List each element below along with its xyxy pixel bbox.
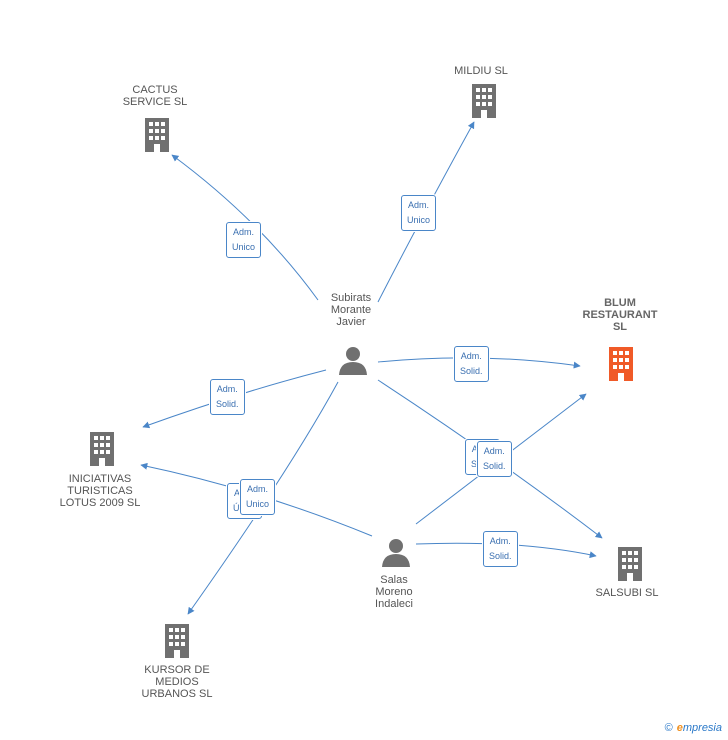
- edge-label-subirats-kursor[interactable]: Adm. Unico: [240, 479, 276, 515]
- node-label-salas[interactable]: Salas Moreno Indaleci: [375, 574, 413, 610]
- brand-name: mpresia: [682, 722, 722, 734]
- label-line: MILDIU SL: [454, 65, 508, 77]
- edge-label-subirats-blum[interactable]: Adm. Solid.: [454, 346, 489, 382]
- label-line: Subirats: [330, 292, 372, 304]
- building-icon[interactable]: [614, 547, 646, 581]
- edge-label-subirats-iniciativas[interactable]: Adm. Solid.: [210, 379, 245, 415]
- building-focus-icon[interactable]: [605, 347, 637, 381]
- label-line: Moreno: [375, 586, 413, 598]
- node-label-blum[interactable]: BLUM RESTAURANT SL: [583, 297, 658, 333]
- empresia-watermark: ©empresia: [665, 722, 722, 734]
- label-line: SL: [612, 321, 628, 333]
- edge-label-line: Unico: [232, 242, 256, 252]
- edge-label-line: Solid.: [460, 366, 483, 376]
- label-line: Indaleci: [375, 598, 413, 610]
- label-line: BLUM: [604, 297, 636, 309]
- edge-label-salas-salsubi[interactable]: Adm. Solid.: [483, 531, 518, 567]
- building-icon[interactable]: [141, 118, 173, 152]
- edge-label-salas-blum[interactable]: Adm. Solid.: [477, 441, 512, 477]
- edge-label-line: Adm.: [233, 227, 255, 237]
- label-line: SERVICE SL: [122, 96, 188, 108]
- edge-label-line: Solid.: [483, 461, 506, 471]
- node-label-subirats[interactable]: Subirats Morante Javier: [331, 292, 371, 328]
- person-icon[interactable]: [381, 537, 411, 567]
- label-line: LOTUS 2009 SL: [59, 497, 141, 509]
- node-label-cactus[interactable]: CACTUS SERVICE SL: [123, 84, 188, 108]
- label-line: CACTUS: [132, 84, 178, 96]
- node-label-kursor[interactable]: KURSOR DE MEDIOS URBANOS SL: [142, 664, 213, 700]
- building-icon[interactable]: [86, 432, 118, 466]
- label-line: SALSUBI SL: [595, 587, 659, 599]
- edge-label-line: Unico: [407, 215, 431, 225]
- label-line: MEDIOS: [155, 676, 199, 688]
- edge-label-subirats-mildiu[interactable]: Adm. Unico: [401, 195, 437, 231]
- person-icon[interactable]: [338, 345, 368, 375]
- label-line: RESTAURANT: [582, 309, 658, 321]
- building-icon[interactable]: [161, 624, 193, 658]
- edge-label-line: Solid.: [489, 551, 512, 561]
- edge-label-line: Adm.: [460, 351, 482, 361]
- edge-label-line: Adm.: [247, 484, 269, 494]
- label-line: Morante: [330, 304, 372, 316]
- edge-subirats-kursor: [187, 381, 339, 615]
- building-icon[interactable]: [468, 84, 500, 118]
- label-line: URBANOS SL: [141, 688, 213, 700]
- edge-label-line: Solid.: [216, 399, 239, 409]
- label-line: KURSOR DE: [144, 664, 210, 676]
- edge-label-line: Adm.: [483, 446, 505, 456]
- node-label-iniciativas[interactable]: INICIATIVAS TURISTICAS LOTUS 2009 SL: [60, 473, 141, 509]
- brand-initial: e: [676, 722, 683, 734]
- label-line: INICIATIVAS: [68, 473, 132, 485]
- edge-label-line: Adm.: [216, 384, 238, 394]
- label-line: Salas: [380, 574, 408, 586]
- edge-label-line: Unico: [246, 499, 270, 509]
- node-label-salsubi[interactable]: SALSUBI SL: [596, 587, 659, 599]
- edge-label-subirats-cactus[interactable]: Adm. Unico: [226, 222, 262, 258]
- node-label-mildiu[interactable]: MILDIU SL: [454, 65, 508, 77]
- label-line: Javier: [336, 316, 366, 328]
- copyright-symbol: ©: [664, 722, 673, 734]
- edge-label-line: Adm.: [489, 536, 511, 546]
- edge-label-line: Adm.: [408, 200, 430, 210]
- label-line: TURISTICAS: [67, 485, 133, 497]
